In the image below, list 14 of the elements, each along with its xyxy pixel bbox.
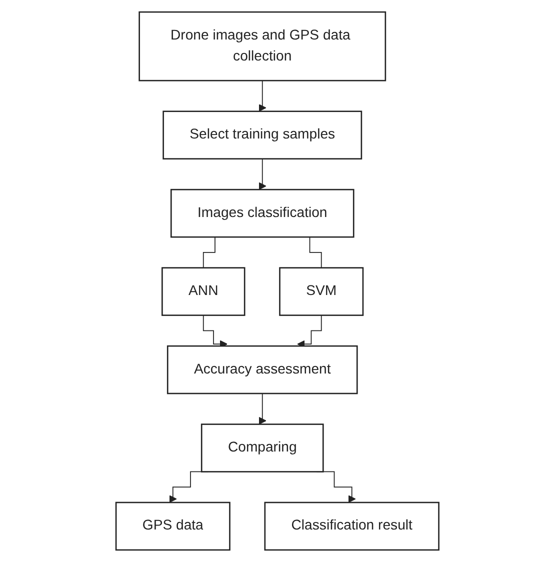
node-box: Accuracy assessment (167, 345, 358, 394)
arrow (203, 314, 228, 348)
node-box: Classification result (264, 502, 440, 551)
node-box: Drone images and GPS data collection (138, 11, 386, 82)
node-box: Images classification (170, 188, 354, 238)
arrow (258, 393, 266, 425)
node-box: GPS data (115, 502, 230, 551)
node-box: Select training samples (162, 110, 362, 160)
node-box: SVM (279, 267, 364, 316)
arrow (258, 158, 266, 190)
arrow (258, 80, 266, 112)
node-box: Comparing (201, 424, 324, 472)
arrow (297, 314, 322, 348)
node-box: ANN (162, 267, 246, 316)
